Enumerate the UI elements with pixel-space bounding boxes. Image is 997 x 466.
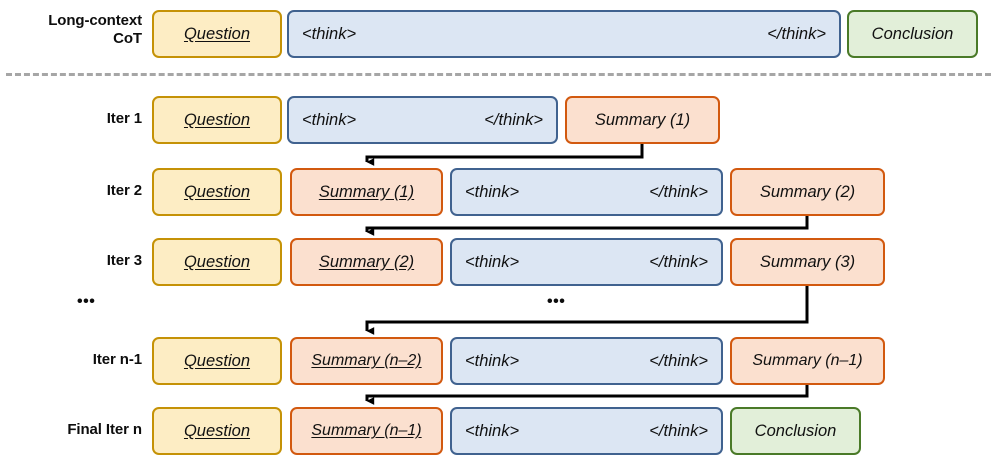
feedback-arrow-1 [365, 144, 644, 166]
feedback-arrow-2 [365, 216, 809, 236]
row-label-iter-3: Iter 3 [6, 252, 142, 270]
summary-in-label: Summary (n–1) [311, 422, 422, 439]
summary-in-label: Summary (n–2) [311, 352, 422, 369]
row-label-text: Iter 3 [106, 252, 142, 269]
think-close-tag: </think> [649, 421, 708, 440]
think-box-row-1: <think> </think> [287, 96, 558, 144]
row-label-iter-2: Iter 2 [6, 182, 142, 200]
summary-out-box-row-4: Summary (n–1) [730, 337, 885, 385]
question-box-row-5: Question [152, 407, 282, 455]
feedback-arrow-4 [365, 385, 809, 405]
row-label-line-2: CoT [113, 30, 142, 48]
think-close-tag: </think> [649, 182, 708, 201]
question-box-row-3: Question [152, 238, 282, 286]
summary-out-box-row-1: Summary (1) [565, 96, 720, 144]
row-label-text: Iter 2 [106, 182, 142, 199]
think-open-tag: <think> [465, 351, 520, 370]
summary-out-label: Summary (1) [594, 110, 691, 129]
summary-in-box-row-3: Summary (2) [290, 238, 443, 286]
think-box-row-4: <think> </think> [450, 337, 723, 385]
question-box-row-0: Question [152, 10, 282, 58]
think-open-tag: <think> [465, 421, 520, 440]
think-open-tag: <think> [465, 252, 520, 271]
think-close-tag: </think> [484, 110, 543, 129]
question-box-row-4: Question [152, 337, 282, 385]
think-close-tag: </think> [767, 24, 826, 43]
row-label-iter-1: Iter 1 [6, 110, 142, 128]
question-label: Question [183, 421, 251, 440]
row-label-iter-n-minus-1: Iter n-1 [6, 351, 142, 369]
summary-out-box-row-3: Summary (3) [730, 238, 885, 286]
question-label: Question [183, 351, 251, 370]
think-box-row-2: <think> </think> [450, 168, 723, 216]
conclusion-label: Conclusion [871, 24, 954, 43]
summary-in-box-row-5: Summary (n–1) [290, 407, 443, 455]
ellipsis-center: ••• [547, 293, 566, 310]
think-close-tag: </think> [649, 351, 708, 370]
question-label: Question [183, 182, 251, 201]
row-label-final-iter-n: Final Iter n [6, 421, 142, 439]
row-label-text: Iter n-1 [92, 351, 142, 368]
think-box-row-3: <think> </think> [450, 238, 723, 286]
row-label-line-1: Long-context [48, 12, 142, 29]
summary-out-label: Summary (2) [759, 182, 856, 201]
summary-out-label: Summary (n–1) [752, 352, 863, 369]
summary-in-box-row-4: Summary (n–2) [290, 337, 443, 385]
question-box-row-1: Question [152, 96, 282, 144]
question-label: Question [183, 24, 251, 43]
section-divider [6, 73, 991, 76]
summary-out-label: Summary (3) [759, 252, 856, 271]
summary-in-label: Summary (1) [318, 182, 415, 201]
row-label-text: Final Iter n [67, 421, 142, 438]
summary-in-box-row-2: Summary (1) [290, 168, 443, 216]
think-open-tag: <think> [302, 110, 357, 129]
ellipsis-left: ••• [77, 293, 96, 310]
think-open-tag: <think> [302, 24, 357, 43]
question-label: Question [183, 252, 251, 271]
summary-out-box-row-2: Summary (2) [730, 168, 885, 216]
feedback-arrow-3 [365, 286, 809, 335]
conclusion-box-row-5: Conclusion [730, 407, 861, 455]
question-box-row-2: Question [152, 168, 282, 216]
summary-in-label: Summary (2) [318, 252, 415, 271]
think-box-row-0: <think> </think> [287, 10, 841, 58]
think-close-tag: </think> [649, 252, 708, 271]
question-label: Question [183, 110, 251, 129]
conclusion-box-row-0: Conclusion [847, 10, 978, 58]
row-label-text: Iter 1 [106, 110, 142, 127]
row-label-long-context-cot: Long-context CoT [6, 12, 142, 49]
think-open-tag: <think> [465, 182, 520, 201]
conclusion-label: Conclusion [754, 421, 837, 440]
think-box-row-5: <think> </think> [450, 407, 723, 455]
